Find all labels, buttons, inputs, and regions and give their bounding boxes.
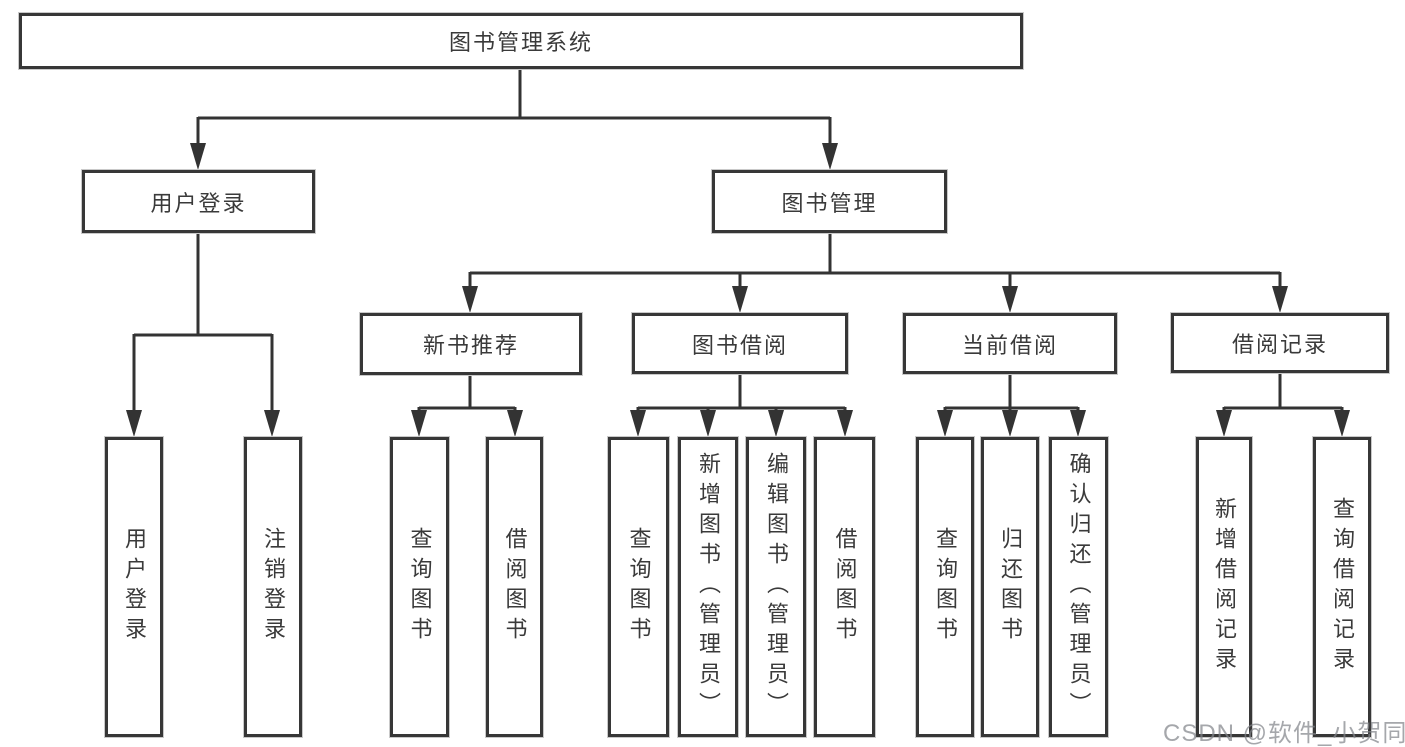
- arrowheads: [126, 143, 1350, 437]
- arrowhead: [507, 410, 523, 437]
- arrowhead: [837, 410, 853, 437]
- leaf-logout: 注销登录: [244, 437, 302, 737]
- node-user-login: 用户登录: [82, 170, 315, 233]
- arrowhead: [1002, 286, 1018, 313]
- arrowhead: [937, 410, 953, 437]
- leaf-br-query-record: 查询借阅记录: [1313, 437, 1371, 737]
- node-current-borrowing: 当前借阅: [903, 313, 1117, 374]
- leaf-nb-borrow-books: 借阅图书: [486, 437, 543, 737]
- arrowhead: [630, 410, 646, 437]
- leaf-bb-edit-books-admin: 编辑图书（管理员）: [746, 437, 806, 737]
- leaf-cb-return-books: 归还图书: [981, 437, 1039, 737]
- arrowhead: [1070, 410, 1086, 437]
- arrowhead: [462, 286, 478, 313]
- node-book-management: 图书管理: [712, 170, 947, 233]
- leaf-nb-query-books: 查询图书: [390, 437, 449, 737]
- node-book-borrowing: 图书借阅: [632, 313, 848, 374]
- arrowhead: [1334, 410, 1350, 437]
- leaf-user-login: 用户登录: [105, 437, 163, 737]
- node-borrowing-records: 借阅记录: [1171, 313, 1389, 373]
- arrowhead: [822, 143, 838, 170]
- arrowhead: [126, 410, 142, 437]
- arrowhead: [411, 410, 427, 437]
- arrowhead: [1002, 410, 1018, 437]
- leaf-br-add-record: 新增借阅记录: [1196, 437, 1252, 737]
- arrowhead: [1272, 286, 1288, 313]
- node-new-book-recommendation: 新书推荐: [360, 313, 582, 375]
- arrowhead: [732, 286, 748, 313]
- arrowhead: [190, 143, 206, 170]
- node-root: 图书管理系统: [19, 13, 1023, 69]
- leaf-bb-borrow-books: 借阅图书: [814, 437, 875, 737]
- leaf-bb-add-books-admin: 新增图书（管理员）: [678, 437, 738, 737]
- csdn-watermark: CSDN @软件_小贺同学: [1163, 720, 1405, 747]
- arrowhead: [264, 410, 280, 437]
- arrowhead: [1216, 410, 1232, 437]
- leaf-cb-confirm-return-admin: 确认归还（管理员）: [1049, 437, 1108, 737]
- leaf-bb-query-books: 查询图书: [608, 437, 669, 737]
- arrowhead: [768, 410, 784, 437]
- arrowhead: [700, 410, 716, 437]
- leaf-cb-query-books: 查询图书: [916, 437, 974, 737]
